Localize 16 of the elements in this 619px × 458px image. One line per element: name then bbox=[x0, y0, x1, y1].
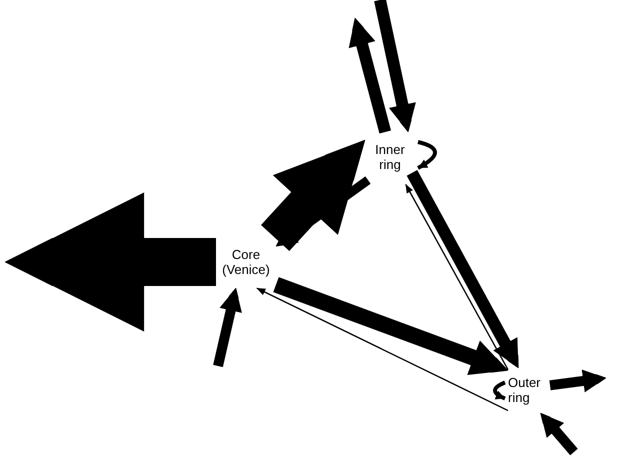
node-label: Outer ring bbox=[508, 368, 550, 413]
arrow bbox=[213, 288, 242, 368]
arrow bbox=[549, 370, 606, 392]
arrow bbox=[261, 140, 366, 251]
arrow bbox=[348, 18, 392, 134]
arrow bbox=[406, 170, 519, 368]
arrow bbox=[5, 192, 216, 332]
arrow bbox=[540, 412, 578, 456]
arrow bbox=[273, 277, 508, 376]
curved-arrow bbox=[493, 380, 506, 400]
arrow bbox=[256, 288, 508, 412]
node-label: Core (Venice) bbox=[216, 238, 276, 288]
curved-arrow bbox=[417, 140, 437, 170]
arrow bbox=[374, 0, 416, 132]
arrow bbox=[405, 184, 509, 370]
node-label: Inner ring bbox=[368, 132, 412, 184]
